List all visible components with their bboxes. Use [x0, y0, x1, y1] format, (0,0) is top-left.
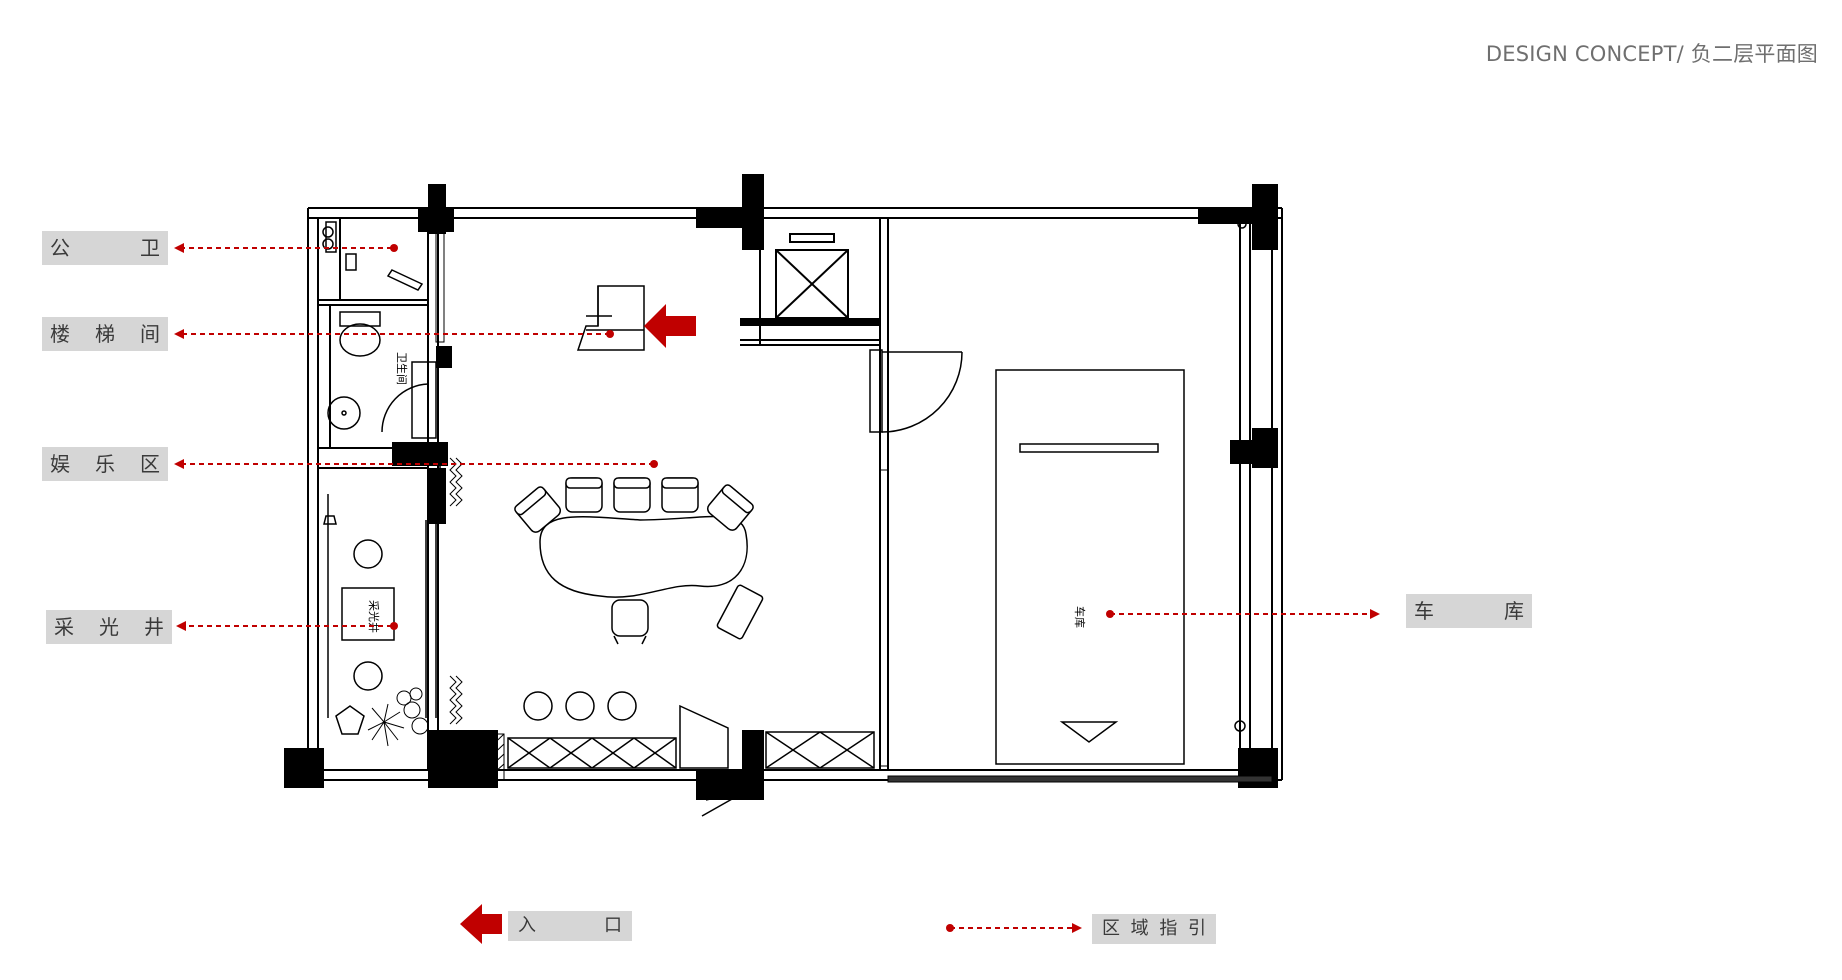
garage-plan-text: 车库 — [1073, 606, 1087, 628]
legend-zone-guide-label: 区 域 指 引 — [1092, 914, 1216, 944]
page-title: DESIGN CONCEPT/ 负二层平面图 — [1485, 42, 1818, 66]
zone-guide-lines — [174, 243, 1380, 933]
legend-entrance-label: 入 口 — [508, 911, 632, 941]
structural-columns — [284, 174, 1278, 800]
window-zigzag — [449, 457, 463, 725]
entrance-arrow-icon — [644, 304, 696, 348]
zone-guide-dots — [390, 244, 1114, 932]
bathroom-fixtures — [322, 221, 437, 439]
stair — [576, 285, 645, 351]
entertainment-furniture — [514, 477, 764, 721]
lightwell-plan-text: 采光井 — [367, 600, 381, 633]
elevator — [775, 233, 849, 319]
label-lightwell: 采 光 井 — [46, 610, 172, 644]
lightwell — [323, 448, 441, 735]
label-public-bathroom: 公 卫 — [42, 231, 168, 265]
label-entertainment: 娱 乐 区 — [42, 447, 168, 481]
plan-walls — [307, 207, 1283, 781]
bathroom-plan-text: 卫生间 — [395, 352, 409, 385]
label-garage: 车 库 — [1406, 594, 1532, 628]
bottom-cabinets — [507, 704, 875, 817]
label-stairwell: 楼 梯 间 — [42, 317, 168, 351]
lightwell-plants — [367, 687, 429, 747]
garage-room — [995, 219, 1247, 765]
hatched-walls — [435, 225, 1273, 783]
garage-door — [869, 349, 963, 433]
legend-entrance-arrow-icon — [460, 904, 502, 944]
